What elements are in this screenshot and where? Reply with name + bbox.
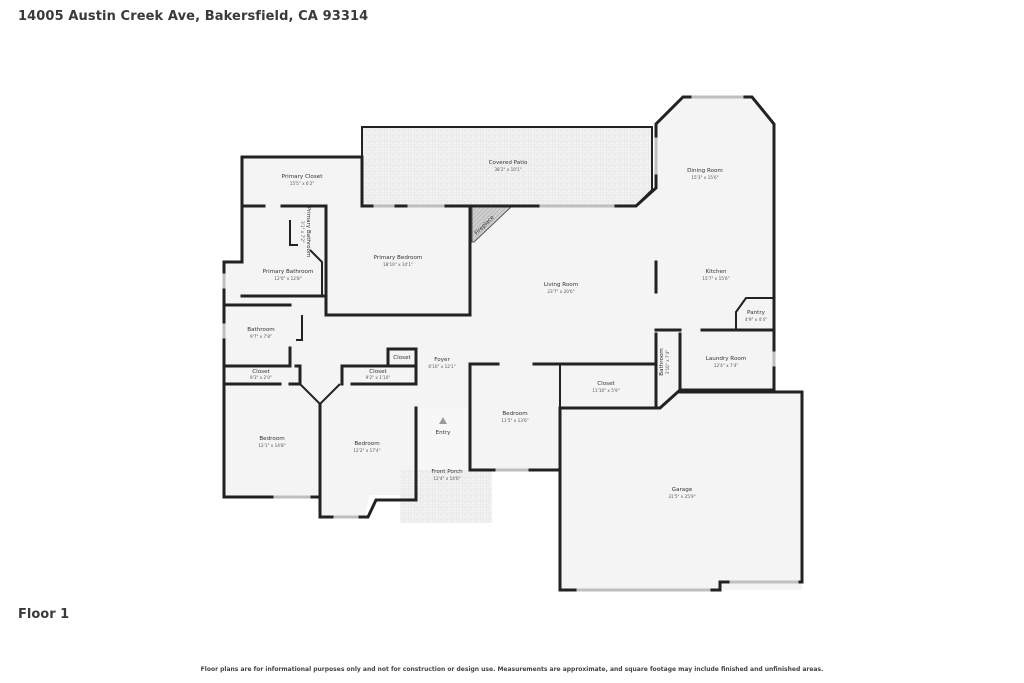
living-room-dims: 23'7" x 20'6"	[547, 289, 574, 294]
covered-patio-label: Covered Patio	[489, 160, 528, 166]
pantry-dims: 4'9" x 4'4"	[745, 317, 767, 322]
primary-closet-label: Primary Closet	[282, 174, 324, 180]
kitchen-dims: 15'7" x 15'6"	[702, 276, 729, 281]
bedroom-1-label: Bedroom	[259, 436, 284, 442]
room-labels: Covered Patio 38'2" x 10'1" Dining Room …	[247, 160, 767, 499]
living-room-label: Living Room	[544, 282, 578, 288]
bedroom-3-dims: 11'5" x 13'6"	[501, 418, 528, 423]
walls	[222, 95, 804, 592]
closet-right-dims: 11'10" x 5'9"	[592, 388, 619, 393]
garage-floor	[560, 392, 802, 590]
closet-mid-label: Closet	[369, 369, 387, 375]
covered-patio-dims: 38'2" x 10'1"	[494, 167, 521, 172]
closet-left-label: Closet	[252, 369, 270, 375]
garage-dims: 31'5" x 25'9"	[668, 494, 695, 499]
primary-bathroom-small-label: Primary Bathroom	[305, 207, 311, 258]
front-porch-label: Front Porch	[431, 469, 463, 475]
laundry-room-label: Laundry Room	[706, 356, 747, 362]
closet-mid-dims: 9'2" x 1'10"	[366, 375, 391, 380]
closet-left-dims: 9'3" x 2'0"	[250, 375, 272, 380]
bathroom-left-label: Bathroom	[247, 327, 274, 333]
primary-bathroom-dims: 12'0" x 12'8"	[274, 276, 301, 281]
primary-bathroom-label: Primary Bathroom	[263, 269, 314, 275]
entry-floor	[417, 408, 470, 470]
windows	[222, 95, 800, 592]
front-porch-dims: 12'4" x 14'6"	[433, 476, 460, 481]
kitchen-label: Kitchen	[705, 269, 726, 275]
patio-floor	[362, 127, 652, 206]
primary-bedroom-dims: 18'10" x 14'1"	[383, 262, 413, 267]
page-title: 14005 Austin Creek Ave, Bakersfield, CA …	[18, 9, 369, 24]
bathroom-right-dims: 3'10" x 7'4"	[665, 350, 670, 375]
entry-label: Entry	[436, 430, 452, 436]
bedroom-2-dims: 12'2" x 17'4"	[353, 448, 380, 453]
closet-right-label: Closet	[597, 381, 615, 387]
closet-small-label: Closet	[393, 355, 411, 361]
bathroom-left-dims: 9'7" x 7'8"	[250, 334, 272, 339]
dining-room-dims: 15'3" x 15'6"	[691, 175, 718, 180]
foyer-dims: 6'10" x 12'1"	[428, 364, 455, 369]
entry-arrow-icon	[439, 417, 447, 424]
foyer-label: Foyer	[434, 357, 450, 363]
pantry-label: Pantry	[747, 310, 766, 316]
bathroom-right-label: Bathroom	[659, 348, 665, 375]
floor-label: Floor 1	[18, 607, 70, 622]
dining-room-label: Dining Room	[687, 168, 723, 174]
bedroom-1-dims: 12'1" x 14'8"	[258, 443, 285, 448]
primary-bedroom-label: Primary Bedroom	[374, 255, 423, 261]
primary-closet-dims: 15'5" x 6'2"	[290, 181, 315, 186]
primary-bathroom-small-dims: 3'1" x 7'2"	[300, 221, 305, 243]
bedroom-3-label: Bedroom	[502, 411, 527, 417]
porch-floor	[400, 470, 492, 523]
bedroom-2-label: Bedroom	[354, 441, 379, 447]
garage-label: Garage	[672, 487, 693, 493]
laundry-room-dims: 12'4" x 7'4"	[714, 363, 739, 368]
disclaimer: Floor plans are for informational purpos…	[200, 666, 824, 673]
